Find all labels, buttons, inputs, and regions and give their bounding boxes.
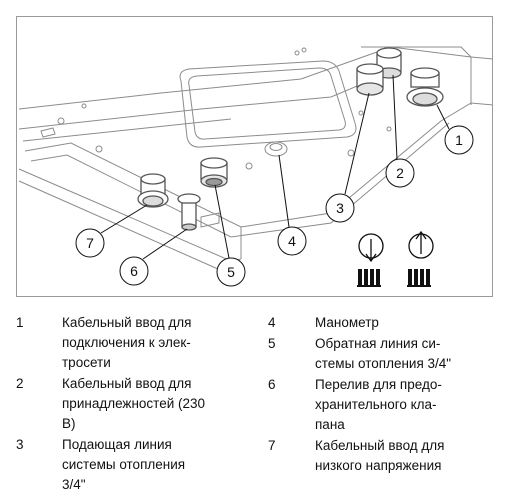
callout-number: 6 [130,263,138,279]
legend-text: Манометр [315,313,379,333]
legend-text-line: 3/4" [62,477,86,492]
legend-text-line: подключения к элек- [62,335,191,350]
legend-text: Обратная линия си-стемы отопления 3/4" [315,334,451,374]
legend-number: 7 [268,438,276,453]
legend-number: 3 [16,437,24,452]
callout-6 [119,256,149,286]
callout-number: 1 [455,132,463,148]
legend-text: Кабельный ввод для подключения к элек-тро… [62,313,191,373]
legend-text-line: Перелив для предо- [315,377,442,392]
legend-text-line: Кабельный ввод для [62,315,192,330]
legend-text-line: принадлежностей (230 [62,396,206,411]
legend-text-line: Кабельный ввод для [315,438,445,453]
callout-number: 4 [288,233,296,249]
callout-number: 3 [336,200,344,216]
legend-row: 5 Обратная линия си-стемы отопления 3/4" [268,334,504,374]
legend-text: Кабельный ввод для низкого напряжения [315,436,444,476]
legend-text-line: стемы отопления 3/4" [315,356,452,371]
callout-5 [216,257,246,287]
legend-number: 6 [268,377,276,392]
legend-text-line: тросети [62,355,111,370]
legend-row: 4 Манометр [268,313,504,333]
legend-text-line: пана [315,417,345,432]
legend-text-line: системы отопления [62,457,186,472]
legend-text-line: Подающая линия [62,437,172,452]
legend-text-line: Обратная линия си- [315,336,441,351]
legend-row: 6 Перелив для предо-хранительного кла-пан… [268,375,504,435]
legend-text-line: хранительного кла- [315,397,437,412]
legend-text: Подающая линия системы отопления 3/4" [62,435,185,495]
outflow-symbol [357,233,384,287]
legend-row: 7 Кабельный ввод для низкого напряжения [268,436,504,476]
legend-row: 3 Подающая линия системы отопления 3/4" [16,435,252,495]
legend-text-line: Кабельный ввод для [62,376,192,391]
inflow-symbol [407,230,434,287]
legend-text-line: Манометр [315,315,379,330]
boiler-drawing: 1 2 3 4 5 6 7 [18,46,492,287]
callout-3 [325,193,355,223]
callout-4 [277,226,307,256]
legend-row: 1 Кабельный ввод для подключения к элек-тр… [16,313,252,373]
legend-text: Перелив для предо-хранительного кла-пана [315,375,442,435]
diagram-panel: 1 2 3 4 5 6 7 [16,16,493,297]
legend-text-line: низкого напряжения [315,458,442,473]
callout-2 [385,158,415,188]
legend-text-line: В) [62,416,76,431]
legend-number: 5 [268,336,276,351]
callout-number: 2 [396,165,404,181]
callout-7 [75,228,105,258]
legend-right-column: 4 Манометр 5 Обратная линия си-стемы отопле… [268,313,504,477]
legend-number: 2 [16,376,24,391]
callout-number: 5 [227,264,235,280]
legend-number: 1 [16,315,24,330]
legend-number: 4 [268,315,276,330]
callout-1 [444,125,474,155]
callout-number: 7 [86,235,94,251]
